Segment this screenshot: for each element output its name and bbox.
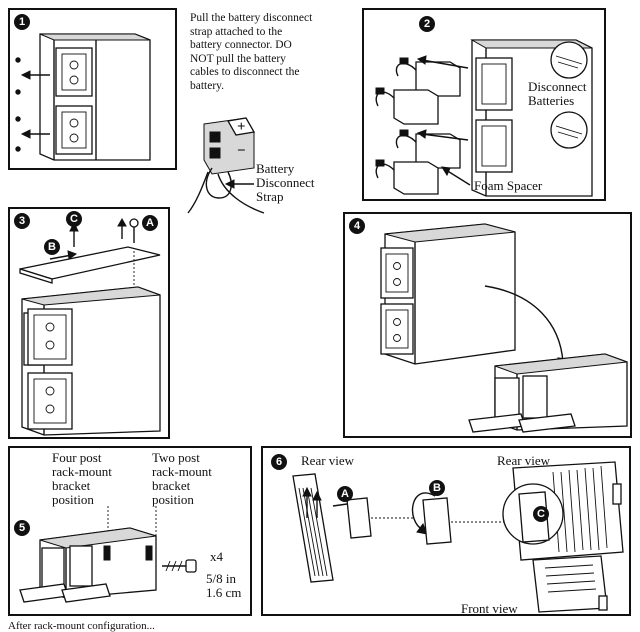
marker-c: C bbox=[533, 506, 549, 522]
strap-label: Battery Disconnect Strap bbox=[256, 161, 315, 204]
plus-sign: + bbox=[237, 119, 246, 135]
step-4-illustration bbox=[380, 223, 628, 433]
marker-b: B bbox=[429, 480, 445, 496]
battery-connector-illustration bbox=[187, 117, 265, 214]
screw-size: 5/8 in 1.6 cm bbox=[206, 571, 242, 600]
step-3-badge: 3 bbox=[14, 213, 30, 229]
step-6-illustration bbox=[292, 461, 624, 613]
minus-sign: − bbox=[237, 143, 246, 159]
marker-a: A bbox=[337, 486, 353, 502]
step-4-badge: 4 bbox=[349, 218, 365, 234]
battery-disconnect-instruction: Pull the battery disconnect strap attach… bbox=[184, 8, 346, 218]
screw-icon bbox=[162, 559, 197, 573]
step-1-panel: 1 bbox=[8, 8, 177, 170]
step-5-panel: 5 Four post rack-mount bracket position … bbox=[8, 446, 252, 616]
disconnect-batteries-label: Disconnect Batteries bbox=[528, 79, 587, 108]
two-post-label: Two post rack-mount bracket position bbox=[152, 450, 212, 507]
four-post-label: Four post rack-mount bracket position bbox=[52, 450, 112, 507]
front-view-label: Front view bbox=[461, 601, 518, 616]
step-1-badge: 1 bbox=[14, 14, 30, 30]
rear-view-left-label: Rear view bbox=[301, 453, 355, 468]
step-2-panel: 2 Disconnect bbox=[362, 8, 606, 201]
step-6-badge: 6 bbox=[271, 454, 287, 470]
step-4-panel: 4 bbox=[343, 212, 632, 438]
screw-icon bbox=[15, 57, 21, 152]
step-2-illustration bbox=[375, 39, 593, 197]
step-3-illustration bbox=[19, 217, 161, 436]
step-6-panel: 6 Rear view Rear view Front view A B C bbox=[261, 446, 631, 616]
marker-b: B bbox=[44, 239, 60, 255]
marker-a: A bbox=[142, 215, 158, 231]
step-1-illustration bbox=[15, 33, 151, 161]
screw-icon bbox=[117, 217, 139, 243]
rear-view-right-label: Rear view bbox=[497, 453, 551, 468]
arrow-left-icon bbox=[20, 70, 50, 139]
footer-text: After rack-mount configuration... bbox=[8, 620, 155, 632]
screw-quantity: x4 bbox=[210, 549, 223, 564]
step-3-panel: 3 C B A bbox=[8, 207, 170, 439]
foam-spacer-label: Foam Spacer bbox=[474, 178, 543, 193]
marker-c: C bbox=[66, 211, 82, 227]
step-5-badge: 5 bbox=[14, 520, 30, 536]
step-5-illustration bbox=[19, 506, 197, 603]
step-2-badge: 2 bbox=[419, 16, 435, 32]
instruction-text: Pull the battery disconnect strap attach… bbox=[190, 12, 313, 92]
